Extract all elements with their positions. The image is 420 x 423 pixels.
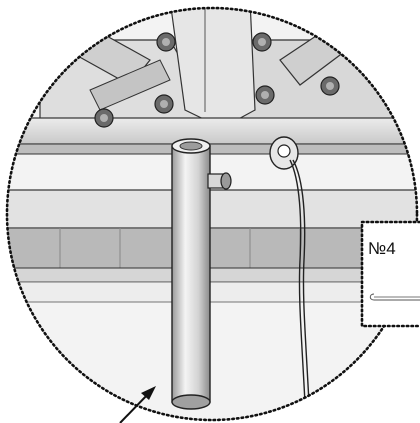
callout-label: №4 — [368, 239, 396, 258]
wire-pin-icon — [369, 293, 420, 301]
detail-circle-outline — [5, 6, 419, 422]
set-screw — [207, 172, 232, 190]
upper-bracket-frame — [39, 8, 417, 129]
hex-bolt-icon — [94, 108, 114, 128]
hex-bolt-icon — [252, 32, 272, 52]
arrow-icon — [119, 386, 156, 423]
hex-bolt-icon — [320, 76, 340, 96]
vertical-pipe — [171, 138, 211, 410]
hex-bolt-icon — [156, 32, 176, 52]
hook-and-wire — [269, 136, 311, 420]
hex-bolt-icon — [255, 85, 275, 105]
callout-box: №4 — [360, 220, 420, 328]
hex-bolt-icon — [154, 94, 174, 114]
